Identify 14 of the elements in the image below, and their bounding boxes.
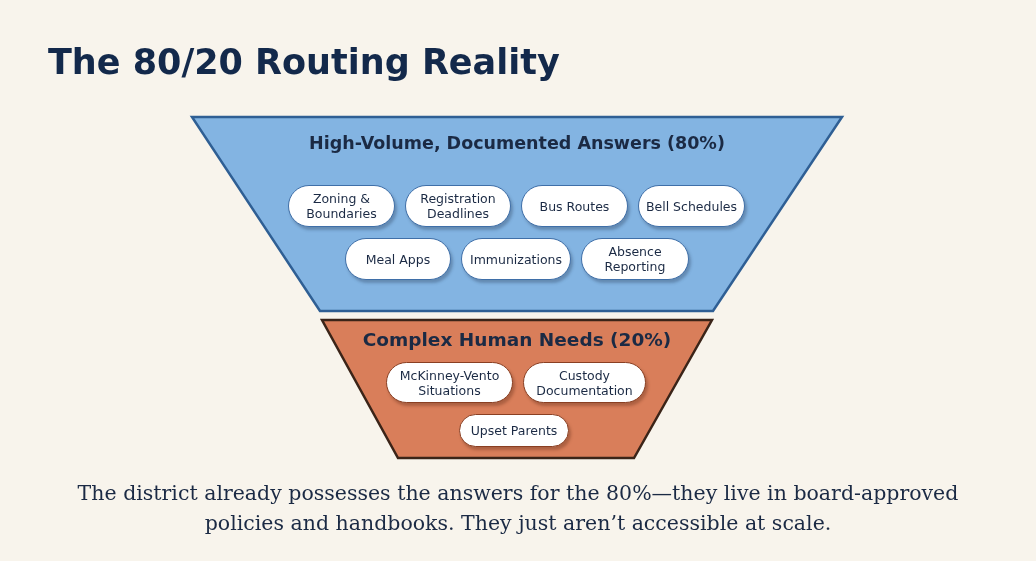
caption: The district already possesses the answers for the 80%—they live in board-approved policies and handbooks. They just aren’t accessible at scale. — [76, 480, 960, 537]
title: The 80/20 Routing Reality — [48, 42, 560, 82]
topic-pill: Absence Reporting — [581, 238, 689, 280]
topic-pill: Upset Parents — [459, 414, 569, 447]
topic-pill: Custody Documentation — [523, 362, 646, 403]
topic-pill: Immunizations — [461, 238, 571, 280]
band-heading: High-Volume, Documented Answers (80%) — [308, 133, 726, 153]
topic-pill: Registration Deadlines — [405, 185, 511, 227]
topic-pill: Meal Apps — [345, 238, 451, 280]
band-heading: Complex Human Needs (20%) — [361, 329, 673, 350]
topic-pill: Bus Routes — [521, 185, 628, 227]
topic-pill: Bell Schedules — [638, 185, 745, 227]
topic-pill: McKinney-Vento Situations — [386, 362, 513, 403]
topic-pill: Zoning & Boundaries — [288, 185, 395, 227]
